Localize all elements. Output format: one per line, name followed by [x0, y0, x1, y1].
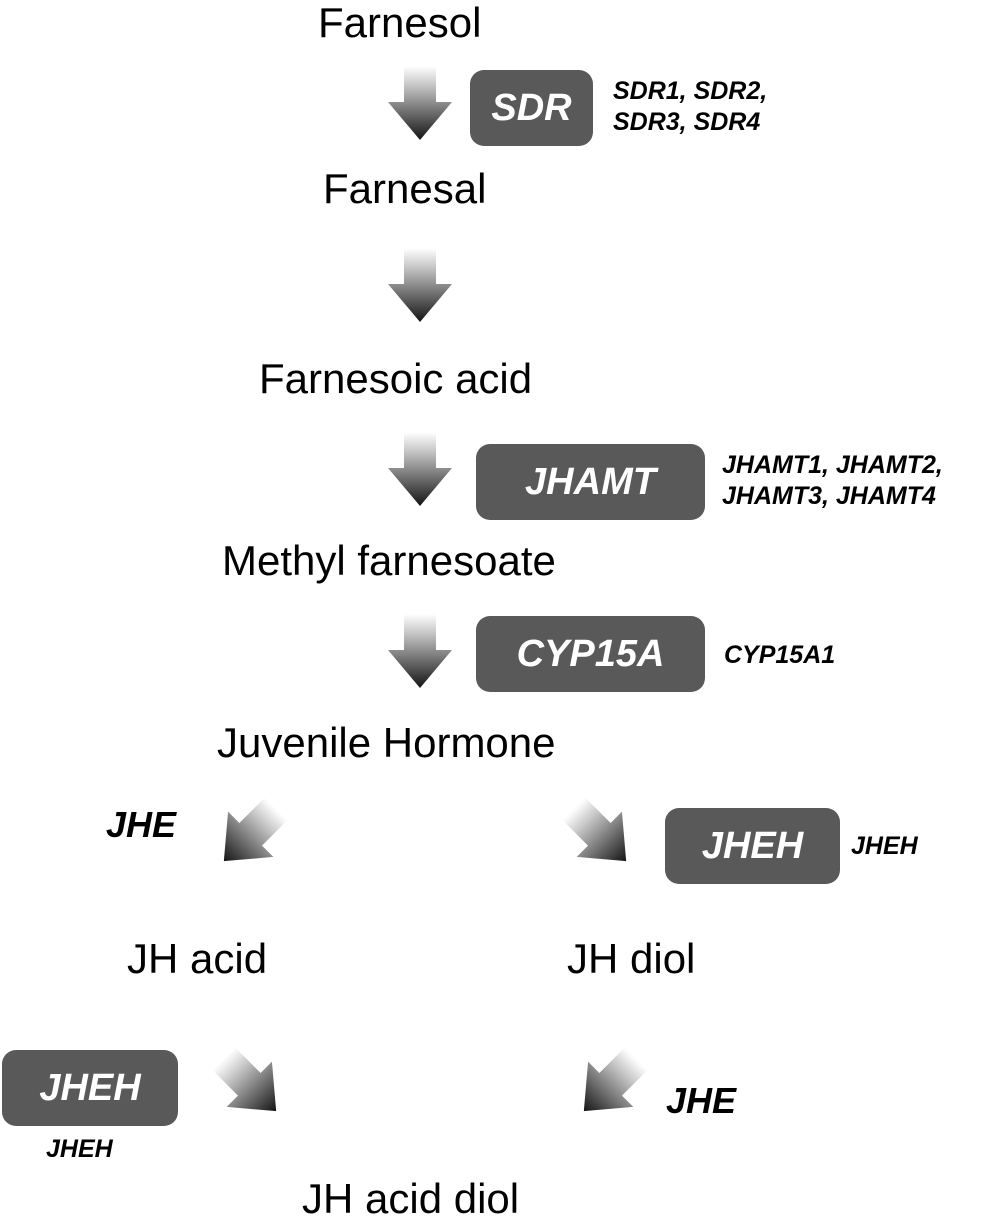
gene-line: SDR3, SDR4	[613, 108, 761, 136]
gene-line: CYP15A1	[724, 641, 836, 669]
metabolite-jh-acid: JH acid	[127, 935, 268, 982]
metabolite-farnesoic-acid: Farnesoic acid	[259, 355, 533, 402]
arrow-diagonal-jh-diol-to-jh-acid-diol	[583, 1047, 648, 1112]
gene-list-jheh-left: JHEH	[46, 1134, 113, 1165]
enzyme-label-jhamt: JHAMT	[525, 460, 656, 503]
gene-line: SDR1, SDR2,	[613, 77, 768, 105]
enzyme-label-cyp15a: CYP15A	[516, 632, 665, 675]
metabolite-methyl-farnesoate: Methyl farnesoate	[222, 537, 556, 584]
arrow-diagonal-jh-to-jh-acid	[223, 797, 288, 862]
enzyme-label-jhe-left: JHE	[106, 804, 177, 845]
enzyme-box-sdr: SDR	[470, 70, 593, 146]
arrow-diagonal-jh-acid-to-jh-acid-diol	[212, 1047, 277, 1112]
enzyme-box-jheh-right: JHEH	[665, 808, 840, 884]
gene-line: JHAMT3, JHAMT4	[722, 482, 936, 510]
enzyme-box-jhamt: JHAMT	[476, 444, 705, 520]
metabolite-farnesal: Farnesal	[323, 165, 487, 212]
enzyme-label-jheh-left: JHEH	[39, 1066, 141, 1109]
gene-line: JHAMT1, JHAMT2,	[722, 451, 943, 479]
gene-list-cyp15a: CYP15A1	[724, 640, 835, 671]
metabolite-farnesol: Farnesol	[318, 0, 482, 46]
metabolite-jh-acid-diol: JH acid diol	[302, 1175, 520, 1222]
arrow-down-farnesal-to-farnesoic-acid	[388, 248, 452, 322]
metabolite-jh-diol: JH diol	[567, 935, 696, 982]
gene-line: JHEH	[851, 832, 918, 860]
enzyme-label-jheh-right: JHEH	[701, 824, 804, 867]
arrow-diagonal-jh-to-jh-diol	[562, 797, 627, 862]
gene-list-jheh-right: JHEH	[851, 831, 918, 862]
enzyme-label-sdr: SDR	[491, 86, 572, 129]
gene-line: JHEH	[46, 1135, 113, 1163]
enzyme-box-jheh-left: JHEH	[2, 1050, 178, 1126]
gene-list-sdr: SDR1, SDR2, SDR3, SDR4	[613, 76, 767, 138]
arrow-down-farnesol-to-farnesal	[388, 66, 452, 140]
enzyme-label-jhe-right: JHE	[666, 1080, 737, 1121]
arrow-down-farnesoic-acid-to-methyl-farnesoate	[388, 432, 452, 506]
arrow-down-methyl-farnesoate-to-juvenile-hormone	[388, 614, 452, 688]
enzyme-box-cyp15a: CYP15A	[476, 616, 705, 692]
gene-list-jhamt: JHAMT1, JHAMT2, JHAMT3, JHAMT4	[722, 450, 943, 512]
metabolite-juvenile-hormone: Juvenile Hormone	[217, 719, 556, 766]
